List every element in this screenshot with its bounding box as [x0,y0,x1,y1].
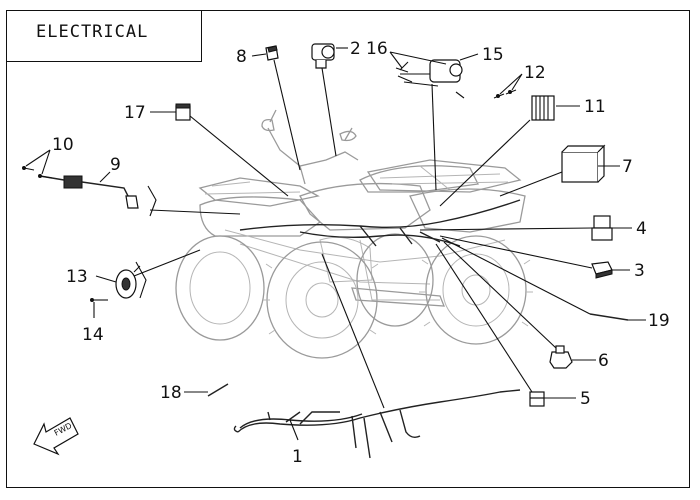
page-title: ELECTRICAL [36,22,149,42]
callout-18: 18 [160,383,182,403]
callout-6: 6 [598,351,609,371]
starter-relay-icon [400,59,463,87]
callout-1: 1 [292,447,303,467]
callout-8: 8 [236,47,247,67]
bracket-icon [395,67,413,83]
callout-14: 14 [82,325,104,345]
callout-7: 7 [622,157,633,177]
bolt-icon [493,89,517,99]
ignition-switch-icon [311,43,335,69]
indicator-icon [175,103,191,121]
diagram-frame [6,10,690,488]
relay-icon [591,261,613,279]
callout-19: 19 [648,311,670,331]
horn-icon [115,265,141,299]
callout-13: 13 [66,267,88,287]
callout-labels: 1 2 3 4 5 6 7 8 9 10 11 12 13 14 15 16 1… [52,39,670,467]
horn-screw-icon [90,298,108,302]
bracket-mark [135,261,147,299]
callout-15: 15 [482,45,504,65]
atv-illustration [175,109,533,359]
vehicle-wiring [239,199,521,247]
forward-arrow-icon: FWD [33,417,79,456]
callout-5: 5 [580,389,591,409]
callout-11: 11 [584,97,606,117]
callout-2: 2 [350,39,361,59]
title-box [6,10,202,62]
callout-17: 17 [124,103,146,123]
callout-16: 16 [366,39,388,59]
sensor-cable-icon [39,175,139,209]
callout-12: 12 [524,63,546,83]
callout-3: 3 [634,261,645,281]
callout-10: 10 [52,135,74,155]
callout-9: 9 [110,155,121,175]
screw-icon [22,166,53,179]
sensor-icon [549,345,573,369]
regulator-rectifier-icon [531,95,555,121]
bracket-mark [147,185,157,217]
callout-4: 4 [636,219,647,239]
leader-lines [25,47,646,441]
connector-icon [529,391,545,407]
bracket-mark [399,61,465,99]
wire-clip-icon [207,383,229,397]
cable-icon [589,313,629,321]
main-wiring-harness [233,389,521,459]
control-unit-icon [561,144,606,183]
flasher-relay-icon [591,215,613,241]
fuse-icon [265,45,279,61]
